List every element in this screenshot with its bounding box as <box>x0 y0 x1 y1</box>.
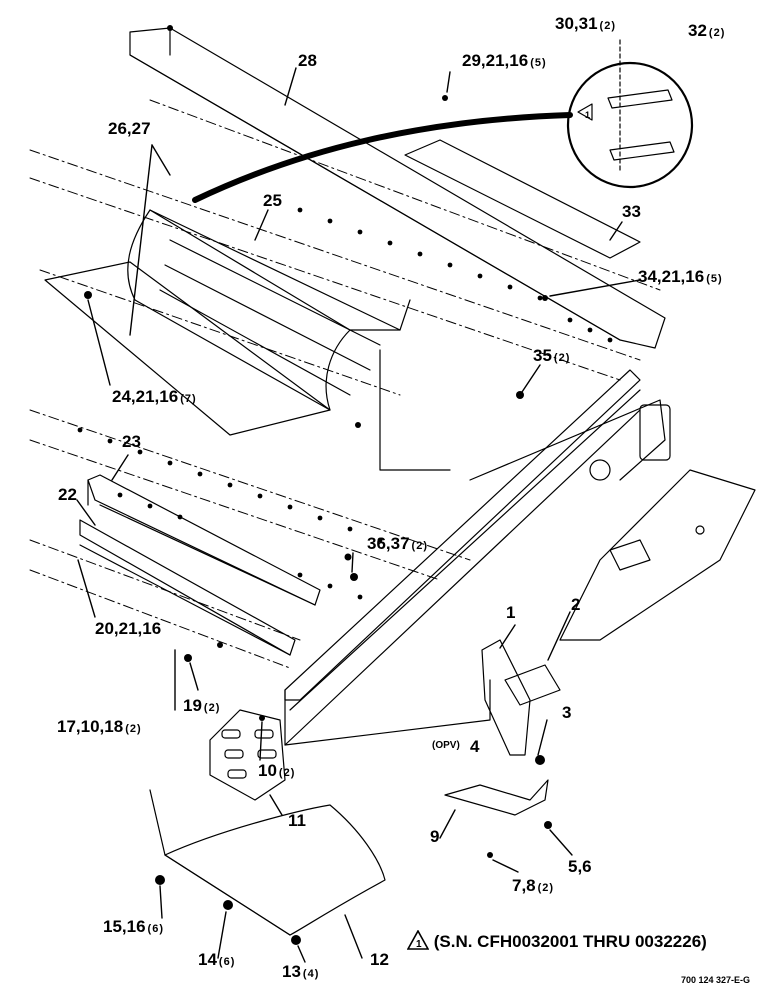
callout-14: 14(6) <box>198 950 236 969</box>
callout-20-21-16: 20,21,16 <box>95 619 162 638</box>
callout-33: 33 <box>622 202 641 221</box>
callout-11: 11 <box>288 811 306 830</box>
callout-22: 22 <box>58 485 77 504</box>
part-33-plate <box>404 139 641 259</box>
rail-holes <box>77 207 613 600</box>
part-9-plate <box>444 779 549 816</box>
callout-32: 32(2) <box>688 21 726 40</box>
callout-25: 25 <box>263 191 282 210</box>
opv-label: (OPV) <box>432 740 460 751</box>
part-1-bracket <box>481 639 561 756</box>
callout-10: 10(2) <box>258 761 296 780</box>
svg-text:1: 1 <box>416 939 422 950</box>
callout-13: 13(4) <box>282 962 320 981</box>
callout-28: 28 <box>298 51 317 70</box>
part-25-curved-panel <box>127 209 411 411</box>
part-22-channel <box>79 519 296 656</box>
callout-3: 3 <box>562 703 572 722</box>
part-12-curved-pan <box>149 789 386 936</box>
callout-19: 19(2) <box>183 696 221 715</box>
callout-26-27: 26,27 <box>108 119 151 138</box>
detail-leader <box>192 112 573 203</box>
deck-shield <box>44 261 331 436</box>
callout-17-10-18: 17,10,18(2) <box>57 717 142 736</box>
callout-4: 4 <box>470 737 480 756</box>
part-28-angle-strip <box>129 27 666 349</box>
callout-5-6: 5,6 <box>568 857 592 876</box>
callout-1: 1 <box>506 603 516 622</box>
frame-rails <box>29 99 661 669</box>
warning-triangle-icon: 1 <box>406 929 430 950</box>
callout-34-21-16: 34,21,16(5) <box>638 267 723 286</box>
part-23-channel <box>87 474 321 606</box>
callout-24-21-16: 24,21,16(7) <box>112 387 197 406</box>
callout-9: 9 <box>430 827 440 846</box>
side-sheet <box>559 469 756 641</box>
svg-text:1: 1 <box>585 110 590 120</box>
callout-30-31: 30,31(2) <box>555 14 616 33</box>
callout-2: 2 <box>571 595 581 614</box>
callout-29-21-16: 29,21,16(5) <box>462 51 547 70</box>
serial-note: 1 (S.N. CFH0032001 THRU 0032226) <box>406 929 707 952</box>
callout-36-37: 36,37(2) <box>367 534 428 553</box>
callout-35: 35(2) <box>533 346 571 365</box>
main-frame <box>284 349 671 746</box>
fasteners <box>84 25 552 945</box>
callout-7-8: 7,8(2) <box>512 876 555 895</box>
detail-inset: 1 <box>566 39 694 189</box>
part-11-bracket <box>209 709 286 801</box>
serial-note-text: (S.N. CFH0032001 THRU 0032226) <box>433 932 707 951</box>
callout-12: 12 <box>370 950 389 969</box>
figure-id: 700 124 327-E-G <box>680 975 750 985</box>
leader-lines <box>76 67 641 963</box>
callout-15-16: 15,16(6) <box>103 917 164 936</box>
callout-23: 23 <box>122 432 141 451</box>
